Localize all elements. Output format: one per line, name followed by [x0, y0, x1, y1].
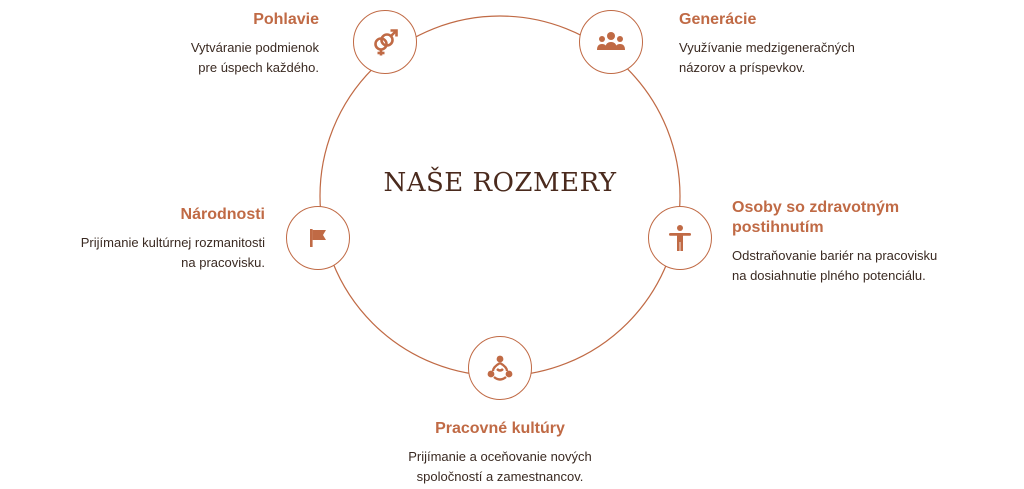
node-narodnosti: [286, 206, 350, 270]
label-osoby: Osoby so zdravotným postihnutím Odstraňo…: [732, 198, 992, 286]
desc-kultury: Prijímanie a oceňovanie nových spoločnos…: [408, 449, 592, 484]
heading-narodnosti: Národnosti: [180, 206, 265, 223]
diagram-title: NAŠE ROZMERY: [383, 168, 617, 198]
accessibility-person-icon: [668, 224, 692, 252]
heading-pohlavie: Pohlavie: [253, 11, 319, 28]
gender-icon: [370, 27, 400, 57]
label-kultury: Pracovné kultúry Prijímanie a oceňovanie…: [360, 419, 640, 487]
label-pohlavie: Pohlavie Vytváranie podmienok pre úspech…: [120, 10, 319, 78]
heading-osoby: Osoby so zdravotným postihnutím: [732, 199, 900, 236]
label-narodnosti: Národnosti Prijímanie kultúrnej rozmanit…: [30, 205, 265, 273]
desc-osoby: Odstraňovanie bariér na pracovisku na do…: [732, 248, 938, 283]
node-osoby: [648, 206, 712, 270]
desc-narodnosti: Prijímanie kultúrnej rozmanitosti na pra…: [80, 235, 265, 270]
label-generacie: Generácie Využívanie medzigeneračných ná…: [679, 10, 919, 78]
connected-people-icon: [485, 353, 515, 383]
node-kultury: [468, 336, 532, 400]
heading-kultury: Pracovné kultúry: [435, 420, 565, 437]
flag-icon: [307, 227, 329, 249]
node-pohlavie: [353, 10, 417, 74]
heading-generacie: Generácie: [679, 11, 757, 28]
people-group-icon: [596, 30, 626, 54]
desc-pohlavie: Vytváranie podmienok pre úspech každého.: [190, 40, 319, 75]
desc-generacie: Využívanie medzigeneračných názorov a pr…: [679, 40, 855, 75]
node-generacie: [579, 10, 643, 74]
